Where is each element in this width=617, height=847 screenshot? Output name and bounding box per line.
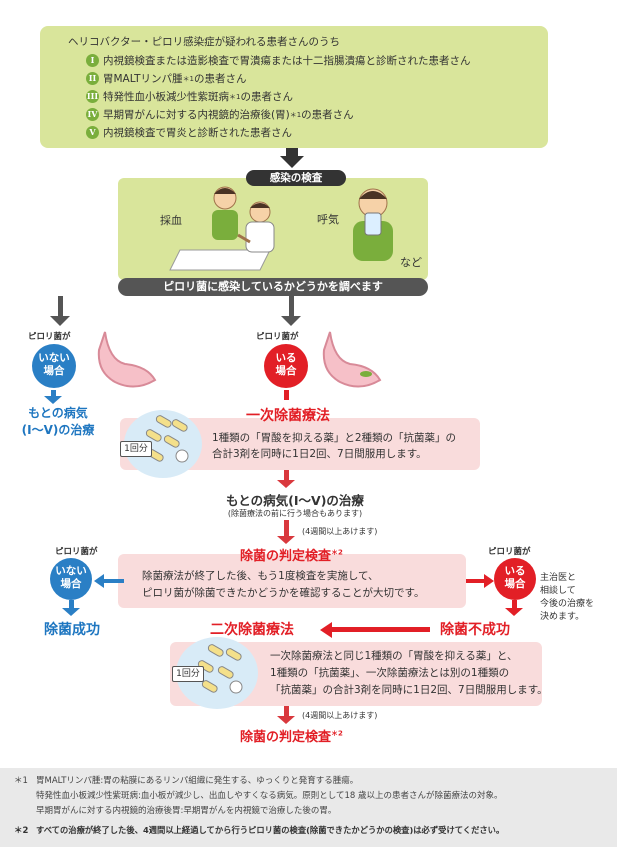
to-success-arrow — [94, 574, 104, 588]
breath-test-label: 呼気 — [317, 213, 339, 226]
no-pylori-badge: いない 場合 — [32, 344, 76, 388]
branch-arrow-right — [289, 296, 294, 318]
numeral-icon: III — [86, 90, 99, 103]
branch-arrow-left — [58, 296, 63, 318]
blood-test-illustration — [169, 186, 275, 271]
pylori-present-badge: いる 場合 — [264, 344, 308, 388]
footnote-1-line-1: 胃MALTリンパ腫:胃の粘膜にあるリンパ組織に発生する、ゆっくりと発育する腫瘍。 — [36, 776, 359, 786]
first-dose-tag: 1回分 — [120, 441, 152, 457]
judgment-title-2: 除菌の判定検査＊2 — [240, 729, 343, 745]
footnote-1-line-3: 早期胃がんに対する内視鏡的治療後胃:早期胃がんを内視鏡で治療した後の胃。 — [36, 806, 337, 816]
judgment-title-1: 除菌の判定検査＊2 — [240, 548, 343, 564]
to-failure-arrow-stem — [466, 579, 488, 583]
footnote-1-mark: ＊1 — [14, 776, 28, 786]
left-branch-head: ピロリ菌が — [28, 332, 71, 342]
stomach-infected-icon — [322, 331, 382, 388]
footnote-2-mark: ＊2 — [14, 826, 29, 836]
right-branch-head: ピロリ菌が — [256, 332, 299, 342]
to-second-therapy-stem — [330, 627, 430, 632]
original-treatment-note: (除菌療法の前に行う場合もあります) — [227, 509, 363, 518]
criteria-box: ヘリコバクター・ピロリ感染症が疑われる患者さんのうち I 内視鏡検査または造影検… — [40, 26, 548, 148]
flow-arrow-stem — [286, 148, 298, 158]
pill-capsules-icon — [145, 415, 189, 463]
numeral-icon: IV — [86, 108, 99, 121]
infection-test-title: 感染の検査 — [246, 170, 346, 186]
wait-arrow-2-head — [277, 716, 295, 724]
footnotes: ＊1 胃MALTリンパ腫:胃の粘膜にあるリンパ組織に発生する、ゆっくりと発育する… — [0, 768, 617, 847]
footnote-2-text: すべての治療が終了した後、4週間以上経過してから行うピロリ菌の検査(除菌できたか… — [36, 825, 505, 835]
left-result-arrow-head — [44, 396, 62, 404]
first-therapy-pills — [124, 410, 202, 478]
original-disease-treatment-left: もとの病気 (I〜V)の治療 — [21, 406, 95, 437]
breath-test-illustration — [353, 188, 393, 261]
to-original-treatment-arrow — [284, 470, 289, 482]
judge-pylori-present-badge: いる 場合 — [494, 558, 536, 600]
flow-arrow-head — [280, 156, 304, 168]
criteria-item-5: V 内視鏡検査で胃炎と診断された患者さん — [86, 125, 292, 140]
failure-arrow — [512, 600, 517, 610]
physician-consult-note: 主治医と 相談して 今後の治療を 決めます。 — [540, 573, 595, 622]
judgment-box-1 — [118, 554, 466, 608]
first-therapy-desc: 1種類の「胃酸を抑える薬」と2種類の「抗菌薬」の 合計3剤を同時に1日2回、7日… — [212, 432, 457, 460]
judge-no-pylori-badge: いない 場合 — [50, 558, 92, 600]
numeral-icon: II — [86, 72, 99, 85]
footnote-1-line-2: 特発性血小板減少性紫斑病:血小板が減少し、出血しやすくなる病気。原則として18 … — [36, 791, 503, 801]
wait-arrow-2 — [284, 706, 289, 718]
criteria-intro: ヘリコバクター・ピロリ感染症が疑われる患者さんのうち — [68, 36, 341, 48]
second-dose-tag: 1回分 — [172, 666, 204, 682]
criteria-item-1: I 内視鏡検査または造影検査で胃潰瘍または十二指腸潰瘍と診断された患者さん — [86, 53, 471, 68]
wait-note-1: (4週間以上あけます) — [302, 527, 378, 536]
failure-arrow-head — [505, 608, 523, 616]
original-treatment-title: もとの病気(I〜V)の治療 — [226, 493, 364, 508]
blood-test-label: 採血 — [160, 214, 182, 227]
wait-arrow-1 — [284, 520, 289, 538]
eradication-success: 除菌成功 — [44, 622, 100, 638]
eradication-failure: 除菌不成功 — [440, 622, 510, 638]
judge-right-head: ピロリ菌が — [488, 547, 531, 557]
success-arrow-head — [62, 608, 80, 616]
success-arrow — [69, 600, 74, 610]
to-original-treatment-arrow-head — [277, 480, 295, 488]
wait-arrow-1-head — [277, 536, 295, 544]
branch-arrow-right-head — [281, 316, 301, 326]
left-result-arrow — [51, 390, 56, 398]
pill-capsules-icon — [197, 644, 243, 694]
first-therapy-arrow — [284, 390, 289, 400]
first-therapy-title: 一次除菌療法 — [246, 408, 330, 424]
second-therapy-title: 二次除菌療法 — [210, 622, 294, 638]
test-purpose-bar: ピロリ菌に感染しているかどうかを調べます — [118, 278, 428, 296]
judge-left-head: ピロリ菌が — [55, 547, 98, 557]
second-therapy-desc: 一次除菌療法と同じ1種類の「胃酸を抑える薬」と、 1種類の「抗菌薬」、一次除菌療… — [270, 650, 548, 696]
numeral-icon: V — [86, 126, 99, 139]
wait-note-2: (4週間以上あけます) — [302, 711, 378, 720]
branch-arrow-left-head — [50, 316, 70, 326]
judgment-desc-1: 除菌療法が終了した後、もう1度検査を実施して、 ピロリ菌が除菌できたかどうかを確… — [142, 570, 425, 599]
stomach-healthy-icon — [97, 331, 157, 388]
etc-label: など — [400, 256, 422, 269]
to-success-arrow-stem — [104, 579, 124, 583]
to-failure-arrow — [484, 574, 494, 588]
numeral-icon: I — [86, 54, 99, 67]
to-second-therapy-arrow — [320, 622, 332, 638]
